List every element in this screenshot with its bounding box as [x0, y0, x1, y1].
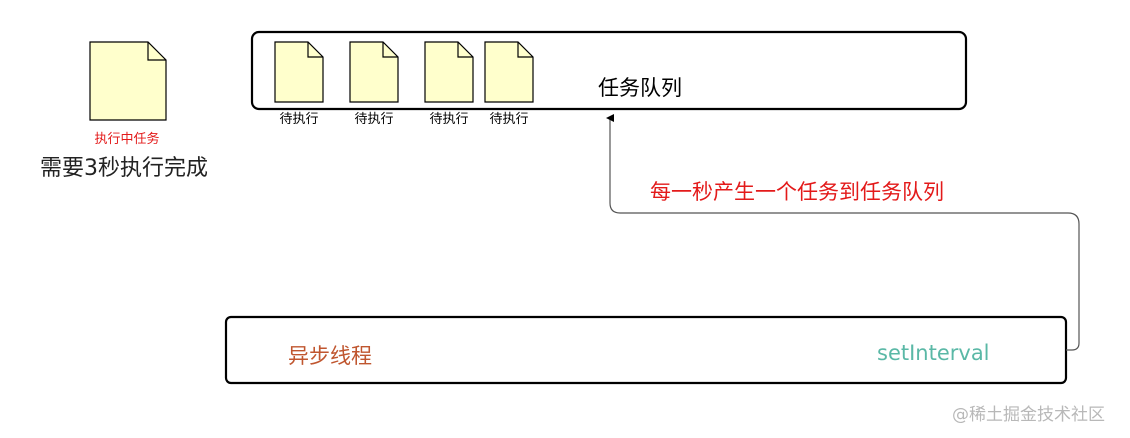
queue-document-icon	[349, 41, 399, 103]
async-thread-title: 异步线程	[288, 344, 372, 368]
queue-item-label: 待执行	[429, 112, 469, 127]
watermark: @稀土掘金技术社区	[952, 405, 1105, 425]
queue-item-label: 待执行	[489, 112, 529, 127]
queue-item-label: 待执行	[354, 112, 394, 127]
current-task-document-icon	[89, 41, 167, 121]
task-queue-title: 任务队列	[598, 76, 682, 100]
queue-document-icon	[274, 41, 324, 103]
task-flow-connector	[606, 114, 1080, 351]
queue-item-label: 待执行	[279, 112, 319, 127]
task-flow-label: 每一秒产生一个任务到任务队列	[650, 180, 944, 204]
async-thread-api: setInterval	[877, 341, 990, 365]
current-task-caption: 需要3秒执行完成	[40, 156, 208, 181]
queue-document-icon	[484, 41, 534, 103]
current-task-label: 执行中任务	[94, 132, 160, 147]
queue-document-icon	[424, 41, 474, 103]
